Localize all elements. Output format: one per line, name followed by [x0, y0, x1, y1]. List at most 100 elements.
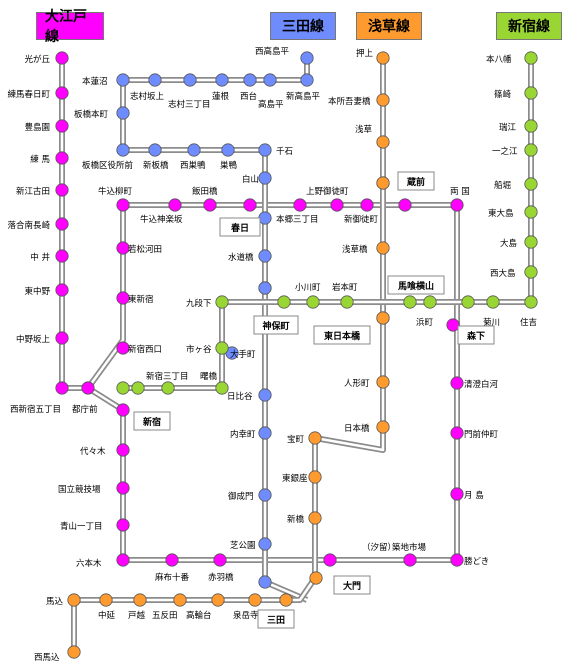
- station-label-hongo_sanchome: 本郷三丁目: [276, 214, 319, 225]
- station-magome: [67, 593, 81, 607]
- station-label-nakano_sakaue: 中野坂上: [16, 334, 51, 345]
- station-wakamatsu_kawada: [116, 241, 130, 255]
- station-label-mizue: 瑞江: [499, 122, 517, 133]
- station-label-higashi_shinjuku: 東新宿: [128, 294, 154, 305]
- station-label-ichinoe: 一之江: [492, 146, 518, 157]
- station-label-tochomae: 都庁前: [72, 404, 98, 415]
- station-nerima_kasugacho: [55, 86, 69, 100]
- legend-mita: 三田線: [270, 12, 336, 40]
- station-takaracho: [308, 431, 322, 445]
- station-nihombashi: [376, 420, 390, 434]
- hub-kasuga-dot-0: [243, 198, 257, 212]
- station-ichigaya: [215, 341, 229, 355]
- station-nakanobu: [99, 593, 113, 607]
- station-label-suidobashi: 水道橋: [228, 252, 254, 263]
- station-label-uchisaiwaicho: 内幸町: [230, 429, 256, 440]
- station-motohasunuma: [116, 73, 130, 87]
- station-label-itabashi_kuyakushomae: 板橋区役所前: [82, 160, 134, 171]
- hub-label-jimbocho: 神保町: [262, 320, 289, 332]
- station-shimura_sakaue: [148, 73, 162, 87]
- station-label-akebonobashi: 曙橋: [200, 371, 218, 382]
- station-nakai: [55, 249, 69, 263]
- station-ochiai_minami_nagasaki: [55, 217, 69, 231]
- hub-label-mita: 三田: [267, 615, 285, 626]
- station-label-takanawadai: 高輪台: [186, 610, 212, 621]
- station-hakusan: [258, 171, 272, 185]
- station-label-takashimadaira: 高島平: [258, 99, 284, 110]
- station-label-kiyosumi_shirakawa: 清澄白河: [464, 379, 499, 390]
- station-shinjuku: [116, 381, 130, 395]
- hub-bakuro_yokoyama-box: [387, 275, 445, 295]
- station-shibakoen: [258, 537, 272, 551]
- station-label-asakusa: 浅草: [355, 124, 373, 135]
- station-label-shimbashi: 新橋: [287, 514, 305, 525]
- station-gotanda: [173, 593, 187, 607]
- station-nishi_sugamo: [187, 143, 201, 157]
- station-nakano_sakaue: [55, 331, 69, 345]
- station-uchisaiwaicho: [258, 426, 272, 440]
- station-label-higashi_ginza: 東銀座: [282, 473, 308, 484]
- station-shimbashi: [308, 511, 322, 525]
- station-nishi_shinjuku_gochome: [55, 381, 69, 395]
- station-label-honjo_azumabashi: 本所吾妻橋: [328, 96, 371, 107]
- station-suidobashi: [258, 249, 272, 263]
- station-label-nakanobu: 中延: [98, 610, 116, 621]
- legend-shinjuku: 新宿線: [496, 12, 562, 40]
- station-asakusa: [376, 135, 390, 149]
- station-iwamotocho: [340, 295, 354, 309]
- station-kachidoki: [450, 553, 464, 567]
- legend-asakusa: 浅草線: [356, 12, 422, 40]
- station-sumiyoshi: [524, 295, 538, 309]
- station-label-ushigome_kagurazaka: 牛込神楽坂: [140, 214, 183, 225]
- hub-higashi_nihombashi-dot-0: [376, 311, 390, 325]
- hub-morishita-dot-1: [461, 295, 475, 309]
- station-label-ojima: 大島: [500, 238, 518, 249]
- station-ojima: [524, 235, 538, 249]
- station-label-tsukiji_shijo: 築地市場: [392, 542, 427, 553]
- station-takashimadaira: [263, 73, 277, 87]
- hub-mita-box: [257, 609, 295, 629]
- station-shimura_sanchome: [183, 73, 197, 87]
- station-label-shimura_sakaue: 志村坂上: [130, 91, 165, 102]
- station-sengakuji: [248, 593, 262, 607]
- station-label-nishi_ojima: 西大島: [490, 268, 516, 279]
- station-label-oshiage: 押上: [356, 48, 374, 59]
- hub-kasuga-box: [219, 217, 261, 237]
- station-label-ueno_okachimachi: 上野御徒町: [306, 186, 349, 197]
- station-higashi_shinjuku: [116, 291, 130, 305]
- station-ushigome_kagurazaka: [168, 198, 182, 212]
- station-iidabashi: [203, 198, 217, 212]
- station-nishi_magome: [67, 645, 81, 659]
- station-label-ryogoku: 両 国: [450, 187, 470, 197]
- station-label-shinjuku_sanchome: 新宿三丁目: [146, 371, 189, 382]
- station-label-nerima: 練 馬: [30, 154, 50, 165]
- station-ueno_okachimachi: [330, 198, 344, 212]
- hub-shinjuku-dot-1: [131, 381, 145, 395]
- station-label-motohasunuma: 本蓮沼: [82, 76, 108, 87]
- station-kudanshita: [215, 295, 229, 309]
- station-label-ogawamachi: 小川町: [295, 282, 321, 293]
- hub-daimon-dot-1: [309, 571, 323, 585]
- station-label-higashi_nakano: 東中野: [24, 286, 50, 297]
- hub-daimon-box: [333, 575, 371, 595]
- station-label-azabu_juban: 麻布十番: [155, 572, 190, 583]
- station-hikarigaoka: [55, 51, 69, 65]
- hub-label-bakuro_yokoyama: 馬喰横山: [397, 280, 434, 292]
- station-label-onarimon: 御成門: [228, 491, 254, 502]
- station-ryogoku: [450, 198, 464, 212]
- station-label-tsukishima: 月 島: [464, 490, 484, 501]
- station-funabori: [524, 177, 538, 191]
- hub-label-kasuga: 春日: [230, 222, 249, 234]
- station-label-sumiyoshi: 住吉: [520, 317, 537, 328]
- station-akabanebashi: [213, 553, 227, 567]
- station-kiyosumi_shirakawa: [450, 376, 464, 390]
- station-label-kikukawa: 菊川: [483, 317, 500, 328]
- station-shin_takashimadaira: [300, 73, 314, 87]
- station-azabu_juban: [165, 553, 179, 567]
- station-label-asakusabashi: 浅草橋: [342, 244, 368, 255]
- station-label-sugamo: 巣鴨: [220, 160, 238, 171]
- station-label-ushigome_yanagicho: 牛込柳町: [98, 186, 133, 197]
- station-label-toshimaen: 豊島園: [24, 122, 50, 133]
- station-label-sengakuji: 泉岳寺: [233, 610, 259, 621]
